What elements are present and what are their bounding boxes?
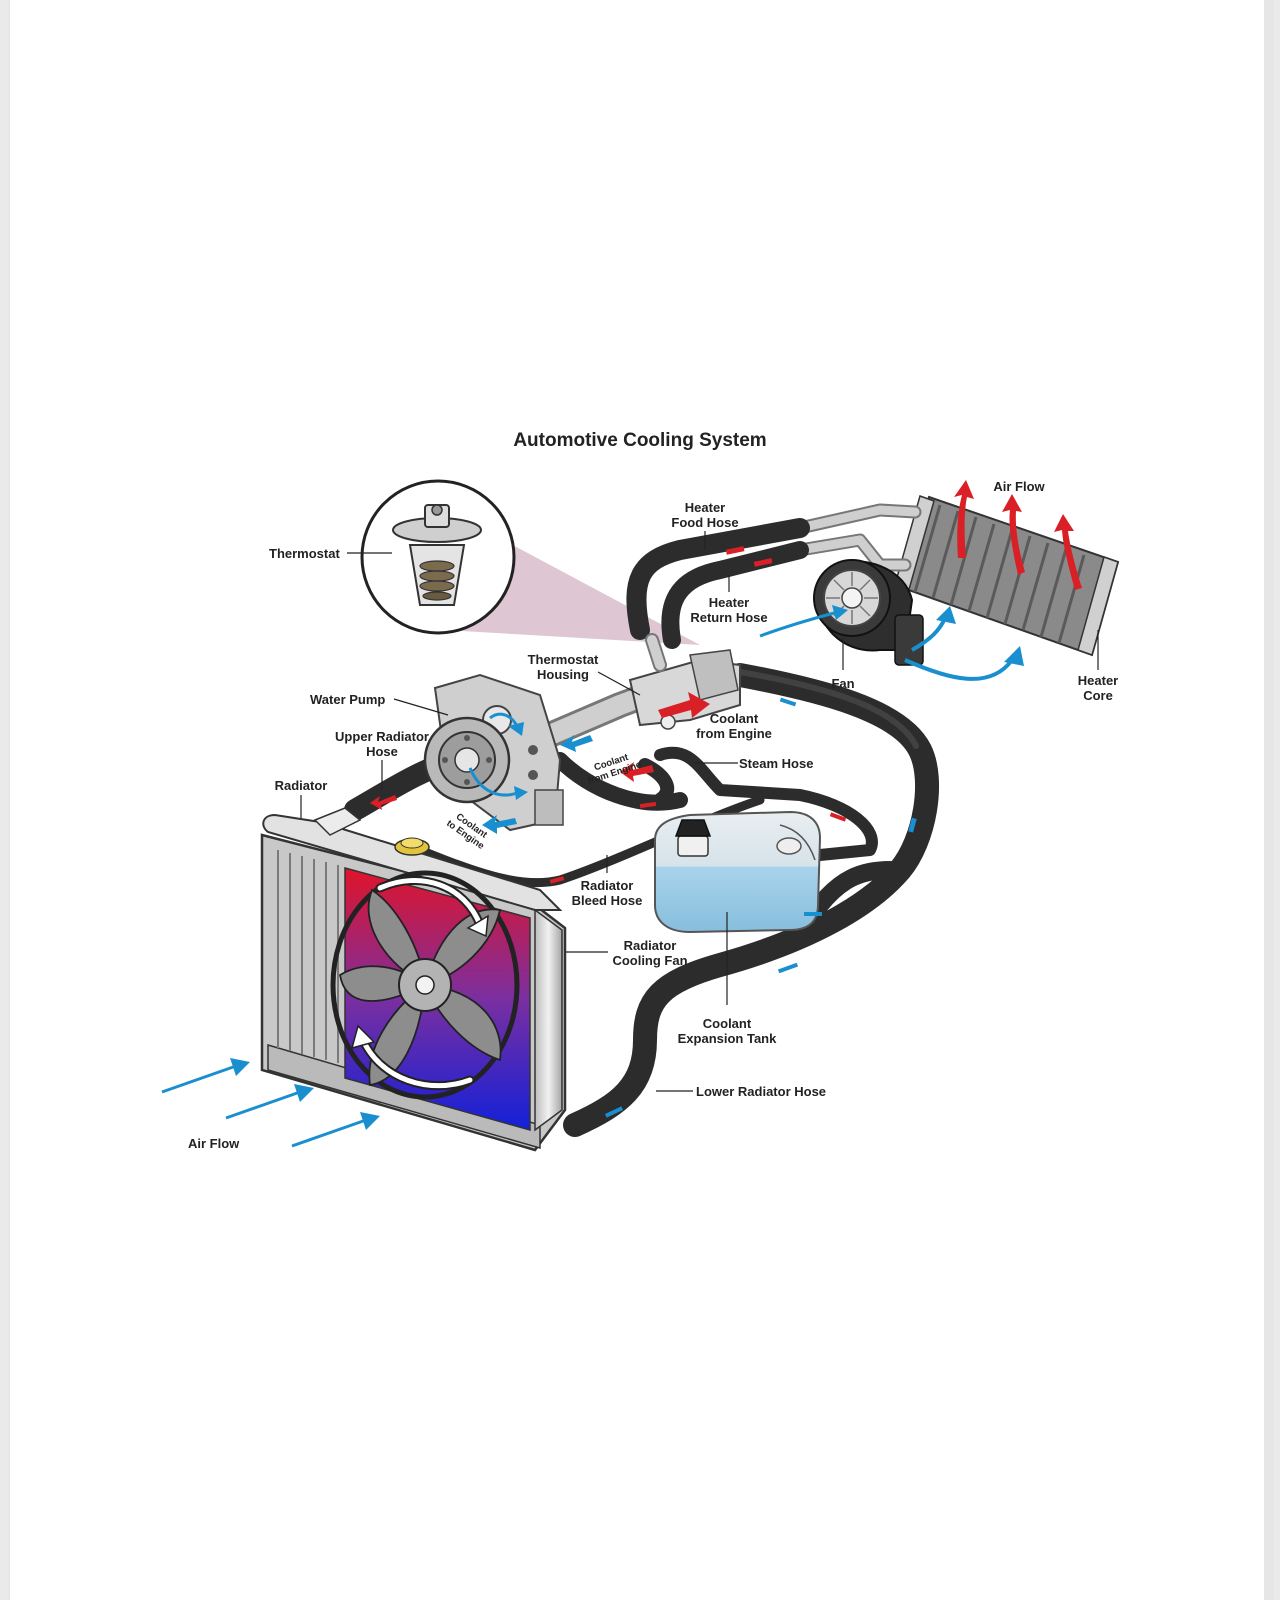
heater-food-hose <box>626 518 810 640</box>
label-air-flow-bottom: Air Flow <box>188 1136 240 1151</box>
thermostat-housing <box>537 633 741 748</box>
label-thermostat-housing-2: Housing <box>537 667 589 682</box>
blower-fan <box>813 559 924 666</box>
label-coolant-expansion-tank-2: Expansion Tank <box>678 1031 777 1046</box>
heater-return-hose <box>661 541 809 649</box>
hot-flow-arrows <box>370 480 1082 884</box>
heater-core <box>893 495 1120 657</box>
coolant-expansion-tank <box>654 810 822 934</box>
thermostat-icon <box>392 504 482 606</box>
label-lower-radiator-hose: Lower Radiator Hose <box>696 1084 826 1099</box>
steam-hose <box>654 746 878 862</box>
label-coolant-from-engine-1: Coolant <box>710 711 759 726</box>
tank-outlet-hose <box>751 861 899 919</box>
label-radiator-cooling-fan-1: Radiator <box>624 938 677 953</box>
label-water-pump: Water Pump <box>310 692 385 707</box>
diagram-title: Automotive Cooling System <box>513 430 767 451</box>
label-radiator: Radiator <box>275 778 328 793</box>
label-fan: Fan <box>831 676 854 691</box>
label-steam-hose: Steam Hose <box>739 756 813 771</box>
page-edge <box>1264 0 1272 1600</box>
radiator-cooling-fan <box>330 870 520 1100</box>
water-pump <box>423 673 564 832</box>
label-coolant-expansion-tank-1: Coolant <box>703 1016 752 1031</box>
heater-pipes <box>793 503 922 572</box>
label-heater-core-2: Core <box>1083 688 1113 703</box>
label-heater-return-hose-1: Heater <box>709 595 749 610</box>
label-heater-food-hose-2: Food Hose <box>671 515 738 530</box>
label-thermostat: Thermostat <box>269 546 340 561</box>
labels: Thermostat Heater Food Hose Heater Retur… <box>188 479 1118 1151</box>
cool-flow-arrows <box>161 605 1024 1148</box>
label-heater-food-hose-1: Heater <box>685 500 725 515</box>
label-radiator-bleed-hose-2: Bleed Hose <box>572 893 643 908</box>
label-air-flow-top: Air Flow <box>993 479 1045 494</box>
label-heater-core-1: Heater <box>1078 673 1118 688</box>
label-upper-radiator-hose-2: Hose <box>366 744 398 759</box>
label-heater-return-hose-2: Return Hose <box>690 610 767 625</box>
label-radiator-cooling-fan-2: Cooling Fan <box>612 953 687 968</box>
label-thermostat-housing-1: Thermostat <box>528 652 599 667</box>
label-radiator-bleed-hose-1: Radiator <box>581 878 634 893</box>
label-upper-radiator-hose-1: Upper Radiator <box>335 729 429 744</box>
label-coolant-from-engine-2: from Engine <box>696 726 772 741</box>
